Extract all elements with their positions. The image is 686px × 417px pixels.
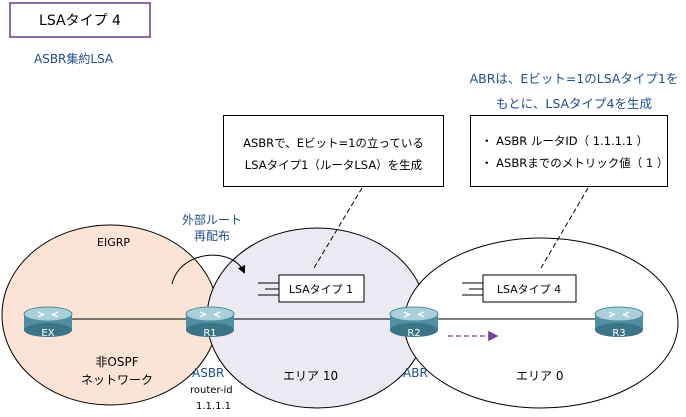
abr-note: ABRは、Eビット=1のLSAタイプ1を もとに、LSAタイプ4を生成 (452, 66, 686, 116)
lsa4-callout-line-1: ・ ASBR ルータID（ 1.1.1.1 ） (481, 134, 649, 148)
non-ospf-label: 非OSPF ネットワーク (81, 353, 153, 389)
router-icon (185, 306, 235, 337)
redistribution-label-line-1: 外部ルート (182, 213, 243, 227)
router-id-label: router-id (190, 385, 233, 396)
lsa-packet-icon: LSAタイプ 4 (462, 274, 577, 303)
non-ospf-label-line-1: 非OSPF (95, 355, 139, 369)
lsa4-callout: ・ ASBR ルータID（ 1.1.1.1 ） ・ ASBRまでのメトリック値（… (470, 115, 668, 187)
router-ex[interactable]: EX (23, 306, 73, 339)
page-title-text: LSAタイプ 4 (39, 13, 121, 29)
router-icon (23, 306, 73, 337)
abr-note-line-1: ABRは、Eビット=1のLSAタイプ1を (469, 71, 679, 86)
router-r3[interactable]: R3 (594, 306, 644, 339)
abr-note-line-2: もとに、LSAタイプ4を生成 (495, 96, 652, 111)
router-r2-name: R2 (407, 328, 420, 339)
area-10-label: エリア 10 (283, 369, 339, 383)
redistribution-label: 外部ルート 再配布 (182, 212, 242, 244)
asbr-callout-line-2: LSAタイプ1（ルータLSA）を生成 (244, 158, 423, 172)
router-icon (389, 306, 439, 337)
router-r1[interactable]: R1 (185, 306, 235, 339)
router-r1-name: R1 (203, 328, 216, 339)
redistribution-label-line-2: 再配布 (194, 229, 231, 243)
non-ospf-label-line-2: ネットワーク (81, 373, 154, 387)
page-title: LSAタイプ 4 (9, 2, 151, 38)
asbr-callout-line-1: ASBRで、Eビット=1の立っている (243, 136, 424, 150)
page-subtitle: ASBR集約LSA (34, 52, 114, 66)
abr-role-label: ABR (403, 366, 428, 380)
curved-arrow-icon (171, 254, 246, 285)
router-icon (594, 306, 644, 337)
router-r2[interactable]: R2 (389, 306, 439, 339)
router-id-value: 1.1.1.1 (196, 401, 231, 412)
lsa-type4-label: LSAタイプ 4 (497, 283, 561, 296)
area-0-label: エリア 0 (516, 369, 564, 383)
router-r3-name: R3 (612, 328, 625, 339)
lsa4-callout-line-2: ・ ASBRまでのメトリック値（ 1 ） (481, 156, 669, 170)
asbr-role-label: ASBR (192, 366, 225, 380)
lsa-packet-icon: LSAタイプ 1 (258, 274, 365, 303)
asbr-callout: ASBRで、Eビット=1の立っている LSAタイプ1（ルータLSA）を生成 (223, 115, 444, 187)
lsa-type1-label: LSAタイプ 1 (289, 283, 353, 296)
router-ex-name: EX (41, 328, 54, 339)
eigrp-title: EIGRP (97, 236, 130, 249)
